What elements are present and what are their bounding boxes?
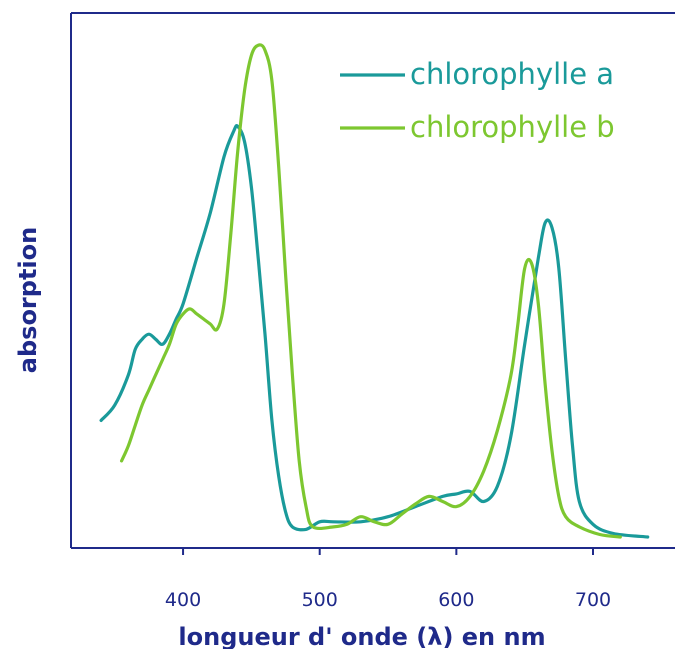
plot-frame xyxy=(70,12,675,549)
x-tick-label-700: 700 xyxy=(575,589,611,611)
legend: chlorophylle a chlorophylle b xyxy=(340,57,615,144)
x-axis-ticks: 400 500 600 700 xyxy=(165,548,611,611)
x-tick-label-500: 500 xyxy=(302,589,338,611)
series-layer xyxy=(99,43,650,539)
legend-label-chlorophylle-b: chlorophylle b xyxy=(410,110,615,144)
series-line-chlorophylle-b xyxy=(120,43,622,539)
x-tick-label-400: 400 xyxy=(165,589,201,611)
x-tick-label-600: 600 xyxy=(438,589,474,611)
legend-label-chlorophylle-a: chlorophylle a xyxy=(410,57,614,91)
y-axis-title: absorption xyxy=(14,227,42,373)
x-axis-title: longueur d' onde (λ) en nm xyxy=(178,623,545,649)
series-line-chlorophylle-a xyxy=(99,124,650,539)
